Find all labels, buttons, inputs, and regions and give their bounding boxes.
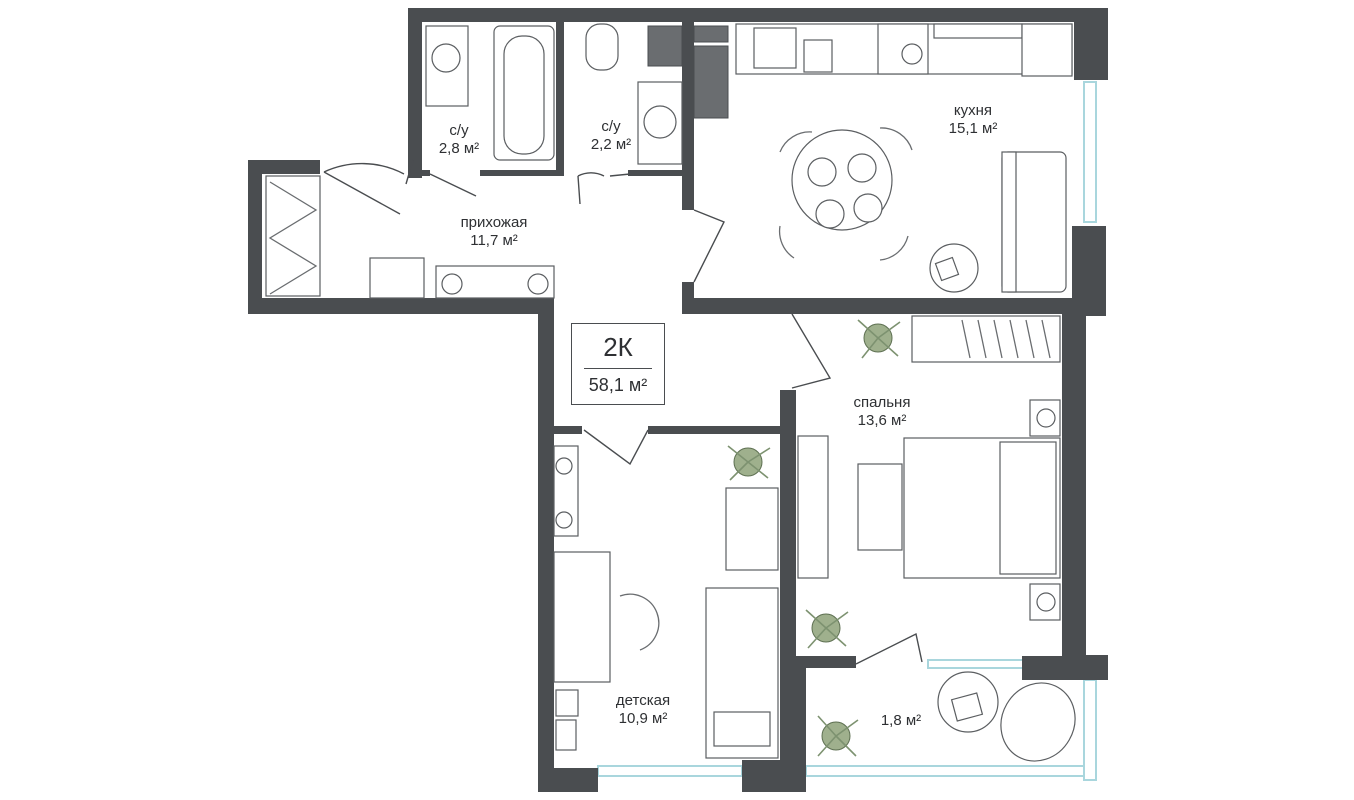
bath2-fixtures [585, 23, 729, 165]
room-name: кухня [953, 102, 993, 119]
room-label-kitchen: кухня 15,1 м² [928, 102, 1018, 138]
room-label-bath1: с/у 2,8 м² [424, 122, 494, 158]
room-label-bedroom: спальня 13,6 м² [832, 394, 932, 430]
room-label-kids: детская 10,9 м² [600, 692, 686, 728]
room-area: 1,8 м² [880, 712, 922, 729]
apartment-badge: 2К 58,1 м² [571, 323, 665, 405]
room-area: 13,6 м² [857, 412, 907, 429]
kitchen-fixtures [735, 23, 1073, 293]
room-name: с/у [601, 118, 621, 135]
apartment-total-area: 58,1 м² [588, 375, 648, 395]
room-area: 11,7 м² [470, 232, 518, 249]
room-label-hall: прихожая 11,7 м² [434, 214, 554, 250]
doors [323, 159, 923, 665]
room-name: прихожая [460, 214, 528, 231]
room-label-balcony: 1,8 м² [866, 712, 936, 730]
room-name: с/у [449, 122, 469, 139]
badge-divider [584, 368, 652, 369]
balcony-fixtures [937, 671, 1076, 762]
bedroom-fixtures [797, 315, 1061, 621]
room-area: 2,8 м² [438, 140, 480, 157]
apartment-type: 2К [603, 332, 633, 362]
hall-fixtures [265, 175, 555, 299]
room-name: детская [615, 692, 671, 709]
plants [727, 319, 901, 757]
bath1-fixtures [425, 25, 555, 161]
walls [248, 8, 1108, 792]
room-area: 10,9 м² [618, 710, 668, 727]
room-area: 15,1 м² [948, 120, 998, 137]
room-label-bath2: с/у 2,2 м² [576, 118, 646, 154]
room-area: 2,2 м² [590, 136, 632, 153]
kids-fixtures [553, 445, 779, 759]
room-name: спальня [853, 394, 911, 411]
